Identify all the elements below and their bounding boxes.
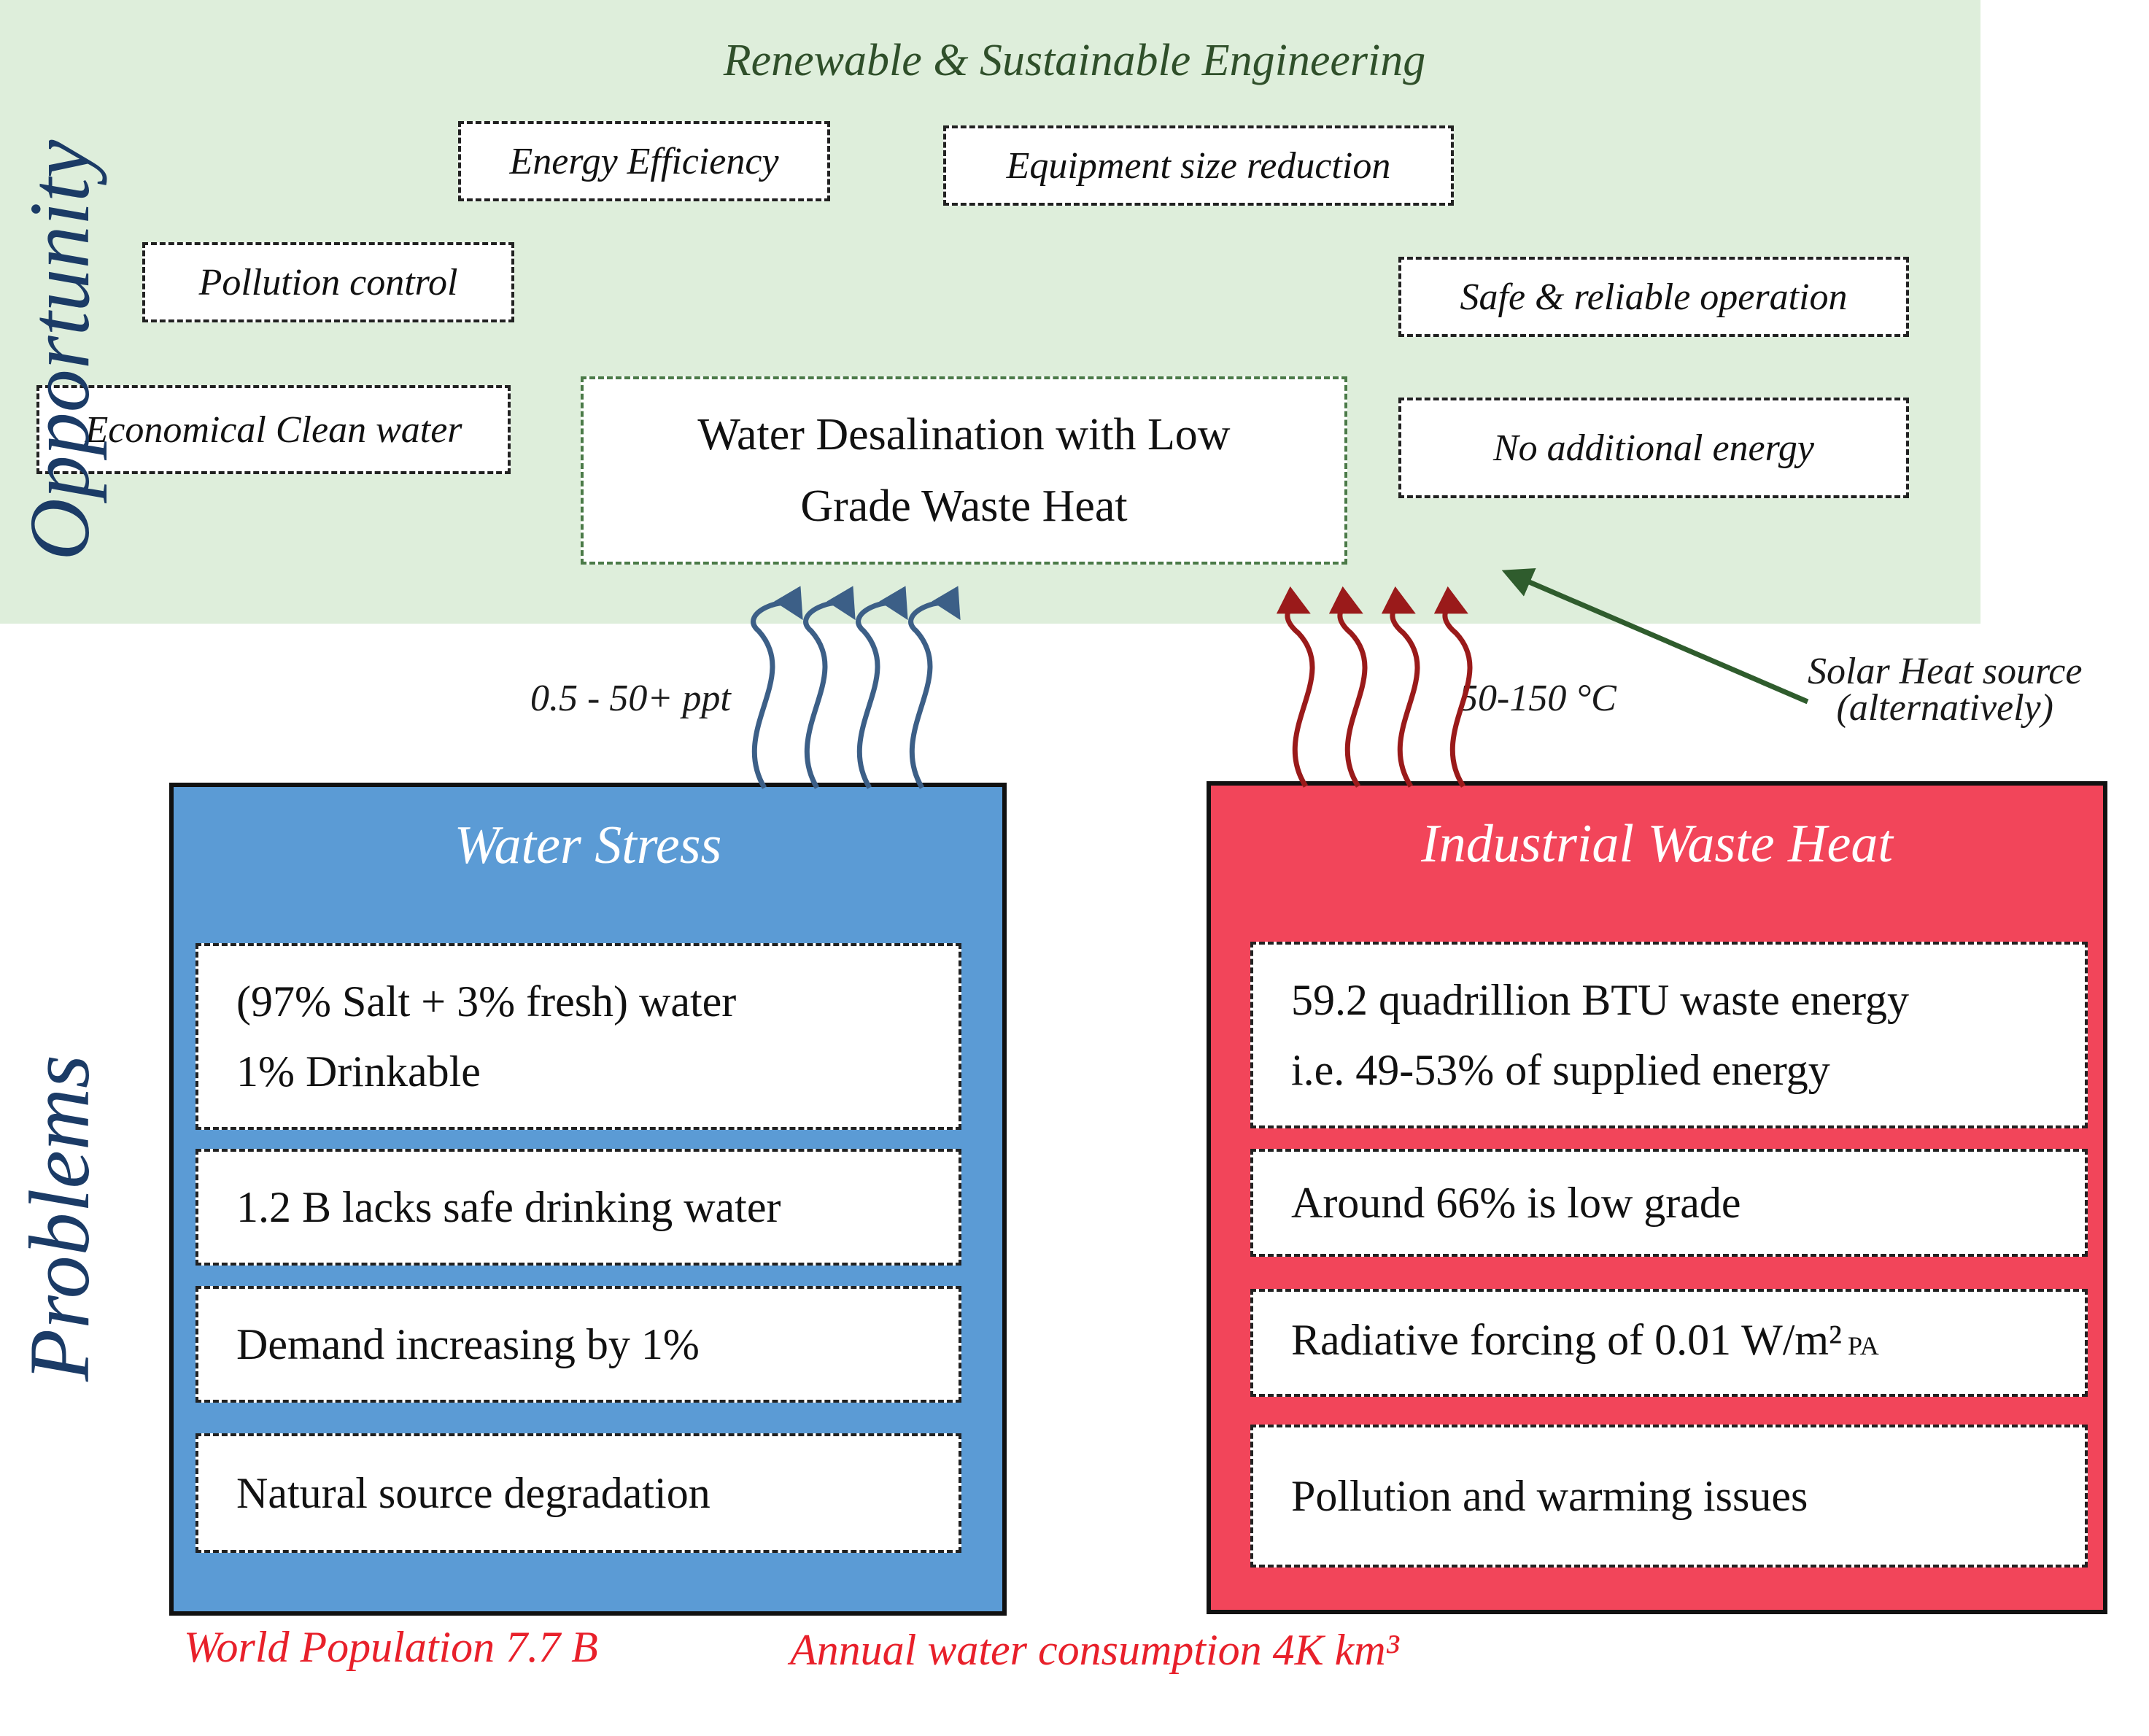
solar-label-line-2: (alternatively) — [1836, 687, 2053, 729]
item-line: Around 66% is low grade — [1291, 1179, 1741, 1227]
equipment-size-reduction-box: Equipment size reduction — [943, 125, 1454, 206]
waste-heat-title: Industrial Waste Heat — [1421, 814, 1893, 874]
waste-heat-item: Pollution and warming issues — [1250, 1425, 2088, 1568]
waste-heat-item: 59.2 quadrillion BTU waste energy i.e. 4… — [1250, 942, 2088, 1128]
center-line-1: Water Desalination with Low — [697, 410, 1231, 460]
item-line: i.e. 49-53% of supplied energy — [1291, 1046, 1830, 1094]
opportunity-title: Renewable & Sustainable Engineering — [723, 36, 1426, 85]
radiative-forcing-suffix: PA — [1848, 1331, 1879, 1360]
solar-label-line-1: Solar Heat source — [1808, 651, 2083, 692]
pollution-control-box: Pollution control — [142, 242, 514, 322]
no-additional-energy-box: No additional energy — [1398, 398, 1909, 498]
industrial-waste-heat-panel: Industrial Waste Heat 59.2 quadrillion B… — [1207, 781, 2107, 1614]
annual-water-consumption-note: Annual water consumption 4K km³ — [790, 1626, 1399, 1674]
safe-reliable-operation-box: Safe & reliable operation — [1398, 257, 1909, 337]
radiative-forcing-text: Radiative forcing of 0.01 W/m² — [1291, 1316, 1843, 1364]
item-line: Natural source degradation — [236, 1469, 710, 1517]
center-line-2: Grade Waste Heat — [800, 481, 1128, 531]
opportunity-region: Renewable & Sustainable Engineering Ener… — [0, 0, 1980, 624]
salinity-label: 0.5 - 50+ ppt — [530, 678, 731, 719]
water-desalination-box: Water Desalination with Low Grade Waste … — [581, 376, 1347, 565]
salinity-flow-arrow — [803, 586, 856, 789]
water-stress-title: Water Stress — [454, 815, 722, 875]
salinity-flow-arrow — [751, 586, 803, 789]
item-line: 1% Drinkable — [236, 1047, 481, 1096]
salinity-flow-arrow — [856, 586, 908, 789]
waste-heat-flow-arrow — [1433, 586, 1473, 788]
item-line: Pollution and warming issues — [1291, 1472, 1808, 1520]
waste-heat-flow-arrow — [1381, 586, 1420, 788]
waste-heat-flow-arrow — [1276, 586, 1315, 788]
energy-efficiency-box: Energy Efficiency — [458, 121, 830, 201]
waste-heat-item: Around 66% is low grade — [1250, 1149, 2088, 1257]
solar-heat-source-label: Solar Heat source (alternatively) — [1808, 651, 2083, 729]
economical-clean-water-box: Economical Clean water — [36, 385, 511, 474]
water-stress-panel: Water Stress (97% Salt + 3% fresh) water… — [169, 783, 1007, 1616]
item-line: Demand increasing by 1% — [236, 1320, 700, 1368]
temperature-label: 50-150 °C — [1459, 678, 1616, 719]
water-stress-item: Demand increasing by 1% — [195, 1286, 961, 1403]
water-stress-item: 1.2 B lacks safe drinking water — [195, 1149, 961, 1266]
item-line: 1.2 B lacks safe drinking water — [236, 1183, 781, 1231]
item-line: (97% Salt + 3% fresh) water — [236, 977, 737, 1026]
item-line: 59.2 quadrillion BTU waste energy — [1291, 976, 1910, 1024]
water-stress-item: Natural source degradation — [195, 1433, 961, 1553]
waste-heat-flow-arrow — [1328, 586, 1368, 788]
salinity-flow-arrow — [908, 586, 961, 789]
world-population-note: World Population 7.7 B — [184, 1623, 598, 1671]
solar-heat-arrow — [1501, 568, 1809, 705]
water-stress-item: (97% Salt + 3% fresh) water 1% Drinkable — [195, 943, 961, 1130]
